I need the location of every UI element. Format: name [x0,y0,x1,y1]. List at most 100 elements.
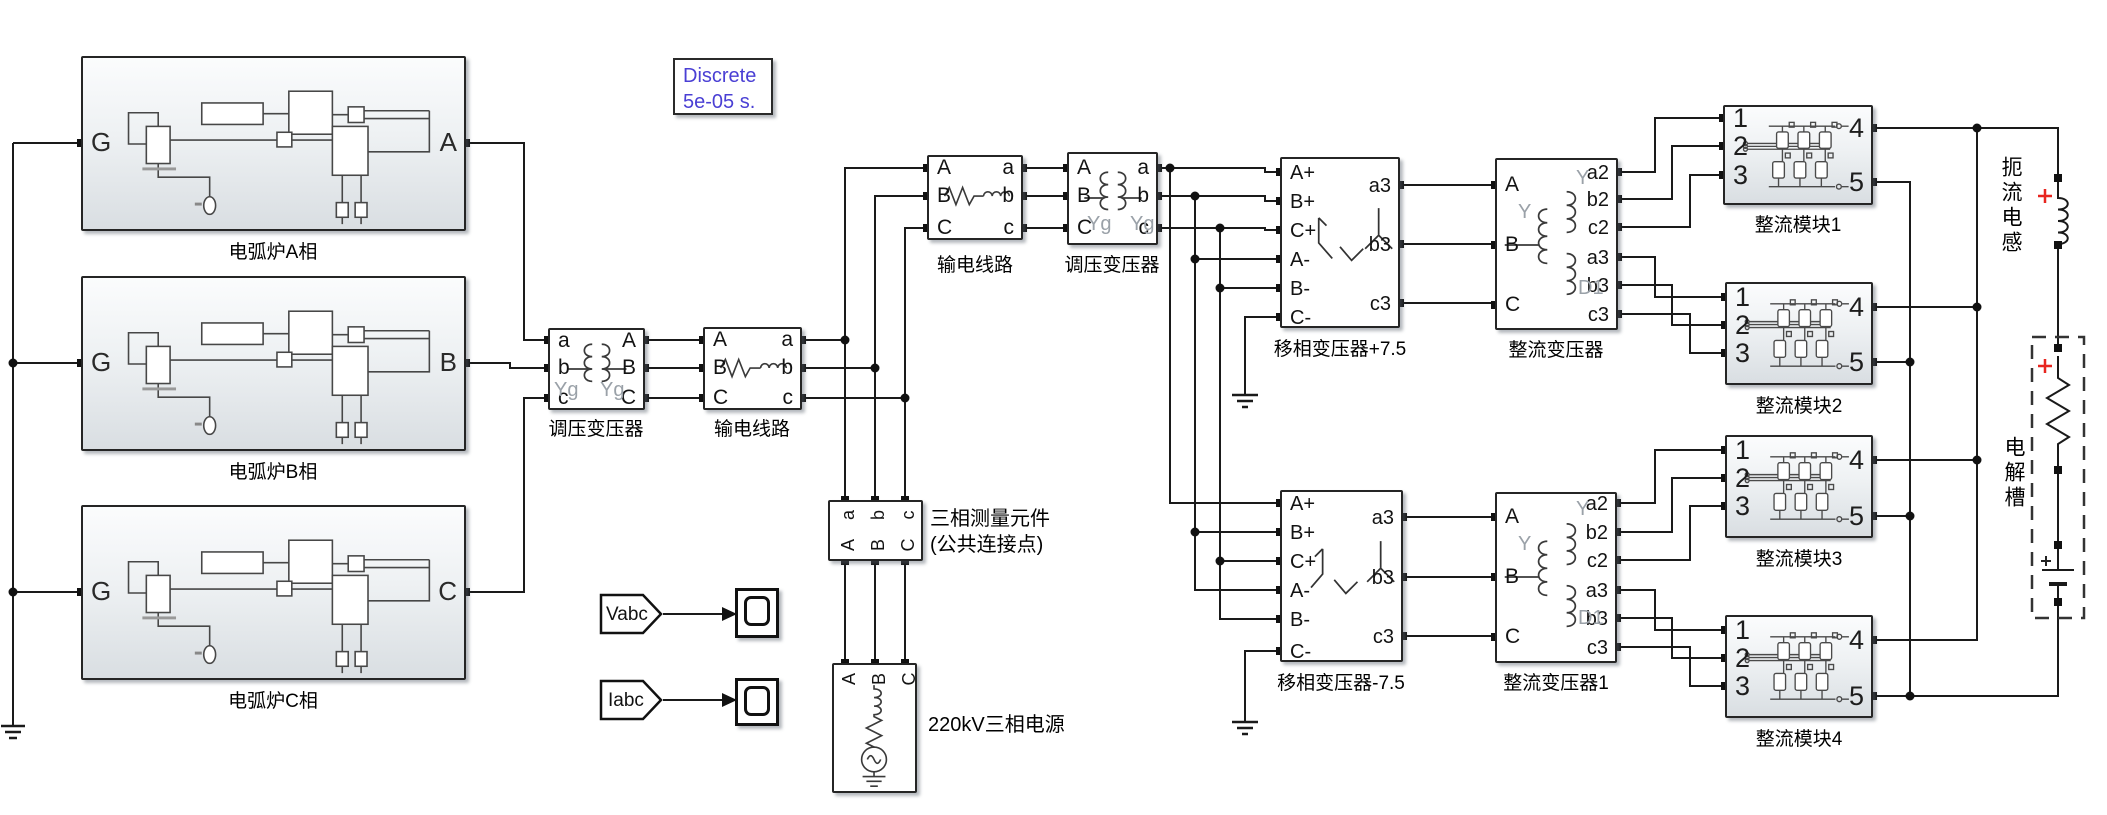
port-label: A [1077,156,1092,179]
port-label: a [838,510,858,521]
port-label: 3 [1735,338,1751,368]
arc-furnace-internal-icon [127,90,431,225]
port-label: 5 [1848,167,1864,197]
block-phase-shift-transformer-plus7-5[interactable]: A+ B+ C+ A- B- C- a3 b3 c3 [1280,157,1400,328]
cell-battery-icon[interactable] [2042,549,2074,598]
port-label: a3 [1586,247,1609,269]
cell-resistor-icon[interactable] [2045,356,2071,466]
block-transmission-line-left[interactable]: A B C a b c [703,327,802,410]
signal-wires [12,117,2059,726]
port-label: C- [1290,307,1312,329]
port-label: B+ [1290,522,1316,544]
port-label: 1 [1733,103,1749,133]
port-label: 2 [1733,131,1749,161]
label-220kv-source: 220kV三相电源 [928,714,1065,736]
port-label: A+ [1290,162,1316,184]
port-label: a3 [1371,507,1394,529]
port-label: A [839,673,859,686]
port-label: c [1138,216,1150,239]
block-transmission-line-top[interactable]: A B C a b c [927,155,1023,240]
port-label: A- [1290,580,1310,602]
arc-furnace-internal-icon [127,310,431,445]
port-label: C [1505,625,1521,648]
port-label: B [1505,565,1520,588]
block-arc-furnace-b[interactable]: G B [81,276,466,451]
port-label: A [621,329,636,352]
scope-iabc[interactable] [735,678,779,726]
port-label: b [868,510,888,521]
port-label: B [621,356,636,379]
port-label: C- [1290,641,1312,663]
port-label: a2 [1586,162,1609,184]
port-label: 4 [1848,445,1864,475]
port-label: A [1505,505,1520,528]
block-rectifier-module-1[interactable]: 1 2 3 4 5 [1723,105,1873,205]
port-label: 2 [1735,463,1751,493]
port-label: b [781,356,793,379]
port-label: b3 [1371,567,1394,589]
annotation-discrete-solver[interactable]: Discrete 5e-05 s. [673,58,773,115]
winding-label: Y [1518,201,1532,223]
scope-vabc[interactable] [735,588,779,638]
label-arc-furnace-c: 电弧炉C相 [228,691,318,712]
scope-screen [744,686,770,716]
block-rectifier-transformer-1[interactable]: A B C a2 b2 c2 a3 b3 c3 Y Y D1 [1495,492,1617,663]
arc-furnace-internal-icon [127,539,431,674]
winding-label: Yg [1130,213,1155,235]
block-rectifier-module-3[interactable]: 1 2 3 4 5 [1725,435,1873,538]
block-rectifier-module-4[interactable]: 1 2 3 4 5 [1725,615,1873,718]
port-label: c2 [1587,217,1609,239]
port-label-c: C [438,576,457,606]
electrolytic-cell-box[interactable] [2030,335,2086,620]
port-label-g: G [91,347,112,377]
port-label: 1 [1735,435,1751,465]
arrowheads [722,607,737,707]
port-label: C [1077,216,1093,239]
label-transmission-line-left: 输电线路 [713,419,791,440]
port-label: A- [1290,249,1310,271]
block-reg-transformer-top[interactable]: A B C a b c Yg Yg [1067,152,1158,245]
port-label: a3 [1585,580,1608,602]
port-label: c2 [1586,550,1608,572]
block-220kv-source[interactable]: A B C [832,663,919,793]
port-label: C [898,538,918,552]
label-reg-transformer-top: 调压变压器 [1064,255,1160,276]
block-reg-transformer-left[interactable]: a b c A B C Yg Yg [548,328,645,410]
block-arc-furnace-c[interactable]: G C [81,505,466,680]
port-label: 3 [1735,671,1751,701]
port-label: A [1505,173,1520,196]
port-label: B+ [1290,191,1316,213]
port-label: C [1505,293,1521,316]
block-three-phase-measurement[interactable]: a b c A B C [828,500,923,561]
solver-line1: Discrete [683,65,757,87]
tag-vabc[interactable]: Vabc [599,593,663,635]
port-label: c [1003,216,1015,239]
port-label: 3 [1733,160,1749,190]
port-label: a [781,328,793,351]
winding-label: D1 [1578,607,1604,629]
port-label: A [838,539,858,552]
label-phase-shift-transformer-plus: 移相变压器+7.5 [1273,339,1407,360]
port-label: B [868,539,888,552]
port-label: c3 [1587,304,1609,326]
block-phase-shift-transformer-minus7-5[interactable]: A+ B+ C+ A- B- C- a3 b3 c3 [1280,490,1403,662]
block-arc-furnace-a[interactable]: G A [81,56,466,231]
block-rectifier-transformer[interactable]: A B C a2 b2 c2 a3 b3 c3 Y Y D1 [1495,158,1618,330]
port-label: c [782,386,794,409]
block-rectifier-module-2[interactable]: 1 2 3 4 5 [1725,282,1873,385]
label-rectifier-module-1: 整流模块1 [1754,215,1842,236]
port-label: c3 [1369,293,1391,315]
port-label: C [620,386,636,409]
port-label: B- [1290,278,1310,300]
choke-inductor-icon[interactable] [2057,182,2069,245]
tag-iabc[interactable]: Iabc [599,679,663,721]
winding-label: D1 [1578,277,1604,299]
port-label: 5 [1848,501,1864,531]
port-label: B [1505,233,1520,256]
plus-mark-battery [2041,556,2051,566]
port-label: B- [1290,609,1310,631]
label-transmission-line-top: 输电线路 [936,255,1014,276]
port-label: 4 [1848,113,1864,143]
port-label: C [937,216,953,239]
